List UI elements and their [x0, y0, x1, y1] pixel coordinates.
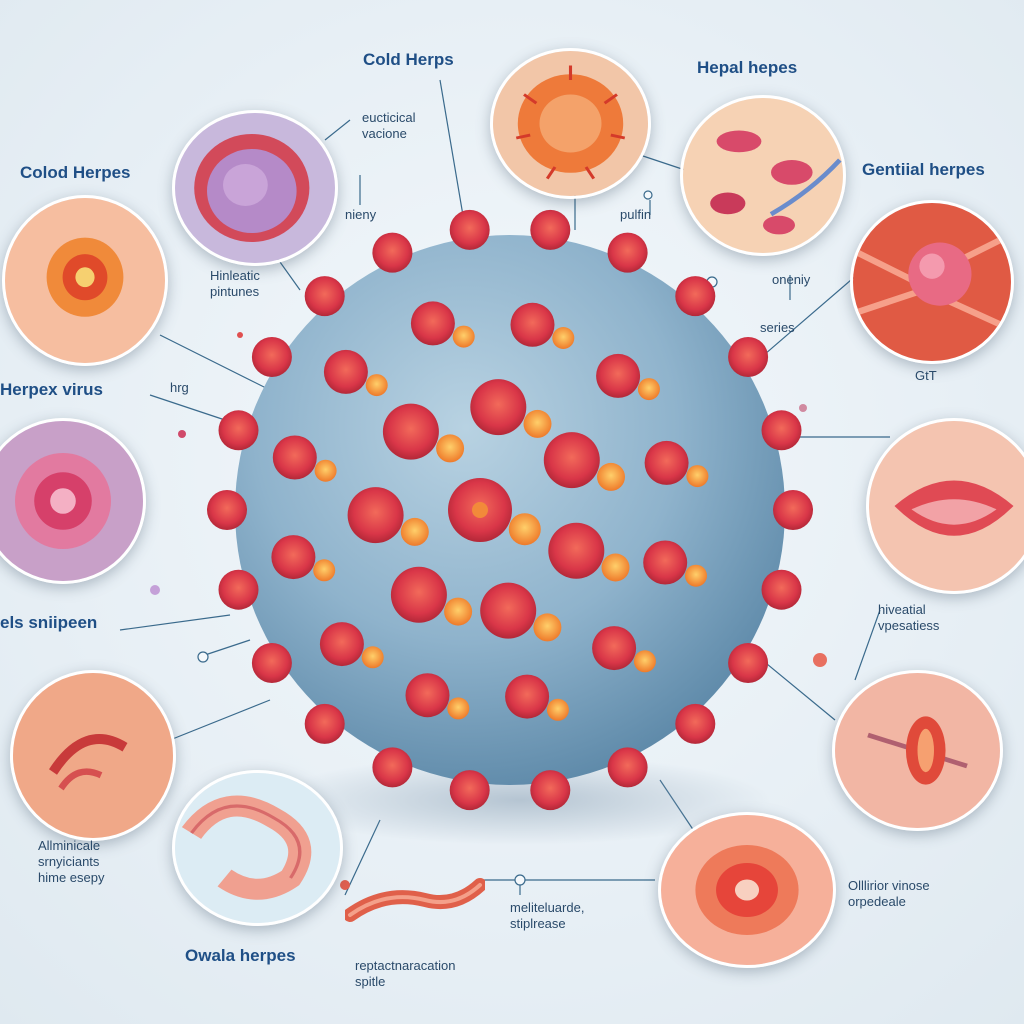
- note-eucticical: eucticical vacione: [362, 110, 416, 141]
- heading-owala-herpes: Owala herpes: [185, 946, 296, 965]
- surface-spike: [207, 490, 247, 530]
- note-pulfin: pulfin: [620, 207, 652, 222]
- surface-knob: [686, 465, 709, 488]
- surface-spike: [218, 410, 259, 451]
- surface-spike: [675, 276, 716, 317]
- surface-spike: [761, 569, 802, 610]
- spike-core: [472, 502, 488, 518]
- surface-spike: [530, 209, 571, 250]
- surface-knob: [365, 374, 388, 397]
- surface-spike: [510, 302, 555, 347]
- surface-spike: [548, 522, 605, 579]
- surface-spike: [644, 440, 689, 485]
- surface-knob: [637, 378, 660, 401]
- heading-cold-herps: Cold Herps: [363, 50, 454, 69]
- surface-spike: [251, 643, 292, 683]
- surface-spike: [543, 432, 600, 489]
- nerve-inset: [832, 670, 1003, 831]
- surface-knob: [400, 517, 429, 546]
- vesicle-inset: [850, 200, 1014, 364]
- heading-eels-sniipeen: els sniipeen: [0, 613, 98, 632]
- heading-herpex-virus: Herpex virus: [0, 380, 103, 399]
- surface-knob: [523, 409, 552, 438]
- surface-spike: [592, 626, 637, 671]
- note-gtt: GtT: [915, 368, 937, 383]
- surface-knob: [436, 434, 465, 463]
- surface-spike: [410, 301, 455, 346]
- surface-spike: [449, 209, 490, 250]
- skin-lesion-inset: [2, 195, 168, 366]
- surface-knob: [444, 597, 473, 626]
- surface-spike: [372, 232, 413, 273]
- surface-spike: [304, 703, 345, 744]
- surface-knob: [601, 553, 630, 582]
- muscle-fiber-icon: [345, 878, 485, 922]
- surface-spike: [304, 276, 345, 317]
- note-hiveatial: hiveatial vpesatiess: [878, 602, 940, 633]
- surface-spike: [480, 582, 537, 639]
- surface-spike: [382, 403, 439, 460]
- surface-spike: [530, 770, 571, 811]
- surface-spike: [347, 487, 404, 544]
- surface-knob: [633, 650, 656, 673]
- surface-knob: [313, 559, 336, 582]
- note-reptact: reptactnaracation spitle: [355, 958, 456, 989]
- blister-inset: [658, 812, 836, 968]
- cell-inset: [172, 110, 338, 266]
- surface-knob: [452, 325, 475, 348]
- surface-spike: [505, 674, 550, 719]
- tissue-inset: [0, 418, 146, 584]
- surface-spike: [675, 703, 716, 744]
- surface-spike: [251, 337, 292, 377]
- surface-spike: [271, 535, 316, 580]
- blood-cells-inset: [680, 95, 846, 256]
- surface-spike: [761, 410, 802, 451]
- surface-knob: [597, 462, 625, 491]
- note-meliteluarde: meliteluarde, stiplrease: [510, 900, 585, 931]
- surface-spike: [607, 747, 648, 788]
- heading-colod-herpes: Colod Herpes: [20, 163, 131, 182]
- surface-knob: [314, 459, 337, 482]
- surface-spike: [596, 353, 641, 398]
- note-hrg: hrg: [170, 380, 189, 395]
- surface-knob: [508, 513, 541, 546]
- surface-spike: [449, 770, 490, 811]
- ulcer-inset: [10, 670, 176, 841]
- surface-knob: [546, 698, 569, 721]
- virus-cluster-inset: [490, 48, 651, 199]
- surface-spike: [607, 232, 648, 273]
- surface-spike: [218, 569, 259, 610]
- surface-knob: [533, 613, 562, 642]
- lips-inset: [866, 418, 1024, 594]
- surface-spike: [319, 622, 364, 667]
- surface-spike: [272, 435, 317, 480]
- intestine-inset: [172, 770, 343, 926]
- note-olllirior: Olllirior vinose orpedeale: [848, 878, 930, 909]
- note-hinleatic: Hinleatic pintunes: [210, 268, 260, 299]
- note-allminicale: Allminicale srnyiciants hime esepy: [38, 838, 105, 885]
- surface-spike: [390, 566, 447, 623]
- note-nieny: nieny: [345, 207, 377, 222]
- note-series: series: [760, 320, 795, 335]
- surface-spike: [773, 490, 813, 530]
- surface-spike: [372, 747, 413, 788]
- surface-spike: [470, 379, 527, 436]
- surface-knob: [685, 564, 707, 587]
- heading-genital-herpes: Gentiial herpes: [862, 160, 985, 179]
- surface-knob: [552, 327, 575, 349]
- surface-spike: [323, 349, 368, 394]
- surface-knob: [361, 646, 384, 669]
- surface-knob: [447, 697, 470, 720]
- surface-spike: [405, 673, 450, 718]
- heading-hepal-herpes: Hepal hepes: [697, 58, 798, 77]
- surface-spike: [728, 337, 769, 377]
- note-oneniy: oneniy: [772, 272, 811, 287]
- surface-spike: [643, 540, 688, 585]
- surface-spike: [728, 643, 769, 683]
